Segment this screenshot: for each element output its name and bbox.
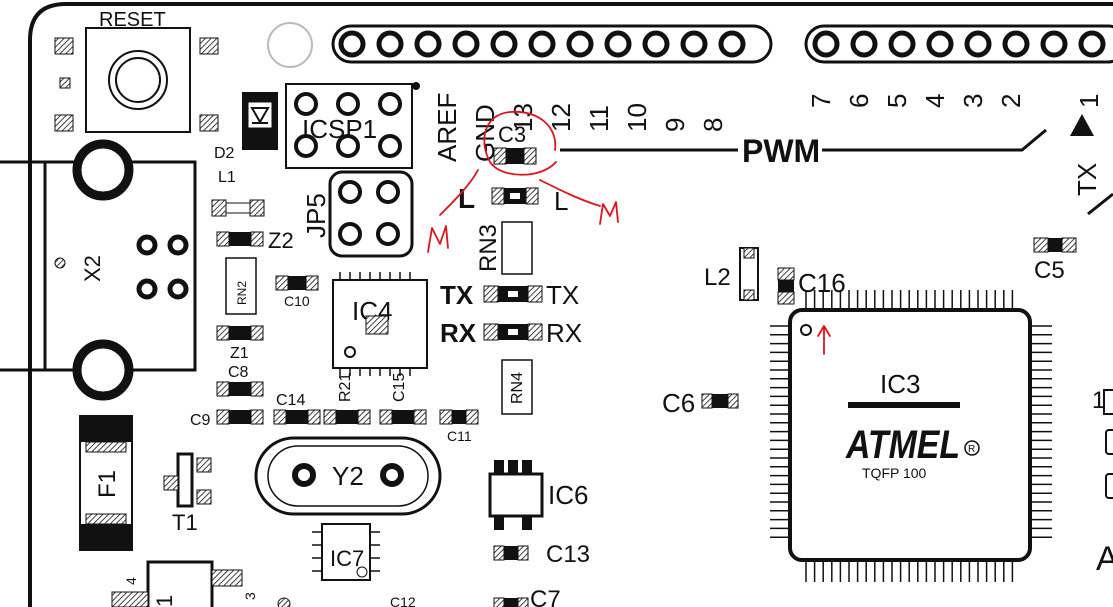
edge-digit-1: 1 bbox=[1092, 387, 1105, 414]
reset-button-body bbox=[85, 27, 191, 133]
c12-label: C12 bbox=[390, 594, 416, 607]
c8-label: C8 bbox=[228, 364, 249, 381]
rn2-label: RN2 bbox=[235, 281, 249, 305]
tx-left-label: TX bbox=[440, 280, 474, 310]
ic7-label: IC7 bbox=[330, 546, 364, 571]
usb-mount-hole-bottom bbox=[72, 339, 134, 401]
jp5-header bbox=[328, 170, 414, 258]
r21-label: R21 bbox=[337, 373, 354, 402]
ic7-chip bbox=[321, 523, 371, 581]
c13-label: C13 bbox=[546, 541, 590, 568]
l-led-label-right: L bbox=[554, 186, 568, 216]
jp5-label: JP5 bbox=[301, 193, 331, 238]
header-pin-label: 1 bbox=[1074, 94, 1104, 108]
usb-pins bbox=[136, 234, 189, 300]
c15-label: C15 bbox=[391, 373, 408, 402]
c14-label: C14 bbox=[276, 392, 305, 409]
header-right bbox=[804, 24, 1113, 64]
tx-right-label: TX bbox=[546, 280, 579, 310]
ic6-label: IC6 bbox=[548, 480, 588, 510]
header-pin-label: 12 bbox=[546, 103, 576, 132]
rn4-label: RN4 bbox=[509, 372, 526, 404]
usb-mount-hole-top bbox=[72, 139, 134, 201]
header-pin-label: 10 bbox=[622, 103, 652, 132]
svg-text:R: R bbox=[968, 444, 975, 455]
reset-label: RESET bbox=[99, 9, 166, 31]
mounting-hole bbox=[267, 22, 313, 68]
reset-button bbox=[108, 50, 168, 110]
pin-num-1: 1 bbox=[152, 595, 177, 607]
y2-label: Y2 bbox=[332, 461, 364, 491]
ic6-chip bbox=[488, 472, 544, 518]
c9-label: C9 bbox=[190, 412, 211, 429]
pin-num-3: 3 bbox=[242, 592, 258, 600]
transistor-t1 bbox=[176, 452, 194, 508]
l2-label: L2 bbox=[704, 264, 731, 291]
tx-arrow-label: TX bbox=[1072, 163, 1102, 196]
c10-label: C10 bbox=[284, 293, 310, 309]
header-pin-label: 13 bbox=[508, 103, 538, 132]
tx-arrow bbox=[1070, 114, 1094, 136]
x2-label: X2 bbox=[80, 255, 105, 282]
c5-label: C5 bbox=[1034, 257, 1065, 284]
board-outline bbox=[28, 2, 1113, 607]
f1-label: F1 bbox=[94, 470, 121, 498]
regulator bbox=[146, 560, 214, 607]
rn3-label: RN3 bbox=[475, 224, 502, 272]
package-label: TQFP 100 bbox=[862, 465, 927, 481]
svg-text:ATMEL: ATMEL bbox=[845, 423, 960, 467]
header-pin-label: 6 bbox=[844, 94, 874, 108]
header-pin-label: 3 bbox=[958, 94, 988, 108]
icsp-label: ICSP1 bbox=[302, 114, 377, 144]
cap-row bbox=[216, 409, 479, 425]
header-pin-label: 2 bbox=[996, 94, 1026, 108]
z2-label: Z2 bbox=[268, 228, 294, 253]
header-pin-label: AREF bbox=[432, 93, 462, 162]
z1-label: Z1 bbox=[230, 345, 249, 362]
y2-crystal bbox=[254, 436, 442, 516]
header-pin-label: 5 bbox=[882, 94, 912, 108]
l1-label: L1 bbox=[218, 169, 236, 186]
atmel-logo: ATMEL R bbox=[845, 402, 980, 467]
edge-letter: A bbox=[1096, 540, 1113, 578]
c3-label: C3 bbox=[498, 122, 526, 147]
header-pin-label: 11 bbox=[584, 105, 614, 132]
t1-label: T1 bbox=[172, 510, 198, 535]
c11-label: C11 bbox=[447, 428, 472, 444]
header-pin-label: 9 bbox=[660, 118, 690, 132]
icsp-header bbox=[285, 83, 413, 169]
rx-left-label: RX bbox=[440, 318, 477, 348]
header-pin-label: 4 bbox=[920, 94, 950, 108]
header-pin-label: 7 bbox=[806, 94, 836, 108]
red-annotations bbox=[427, 111, 831, 355]
d2-label: D2 bbox=[214, 145, 235, 162]
pin-num-4: 4 bbox=[123, 577, 139, 585]
pwm-label: PWM bbox=[742, 133, 820, 169]
header-pin-label: 8 bbox=[698, 118, 728, 132]
c6-label: C6 bbox=[662, 388, 695, 418]
header-left bbox=[331, 24, 773, 64]
pwm-line-right bbox=[822, 128, 1047, 152]
ic3-label: IC3 bbox=[880, 369, 920, 399]
c16-label: C16 bbox=[798, 268, 846, 298]
rx-right-label: RX bbox=[546, 318, 582, 348]
c7-label: C7 bbox=[530, 586, 561, 607]
